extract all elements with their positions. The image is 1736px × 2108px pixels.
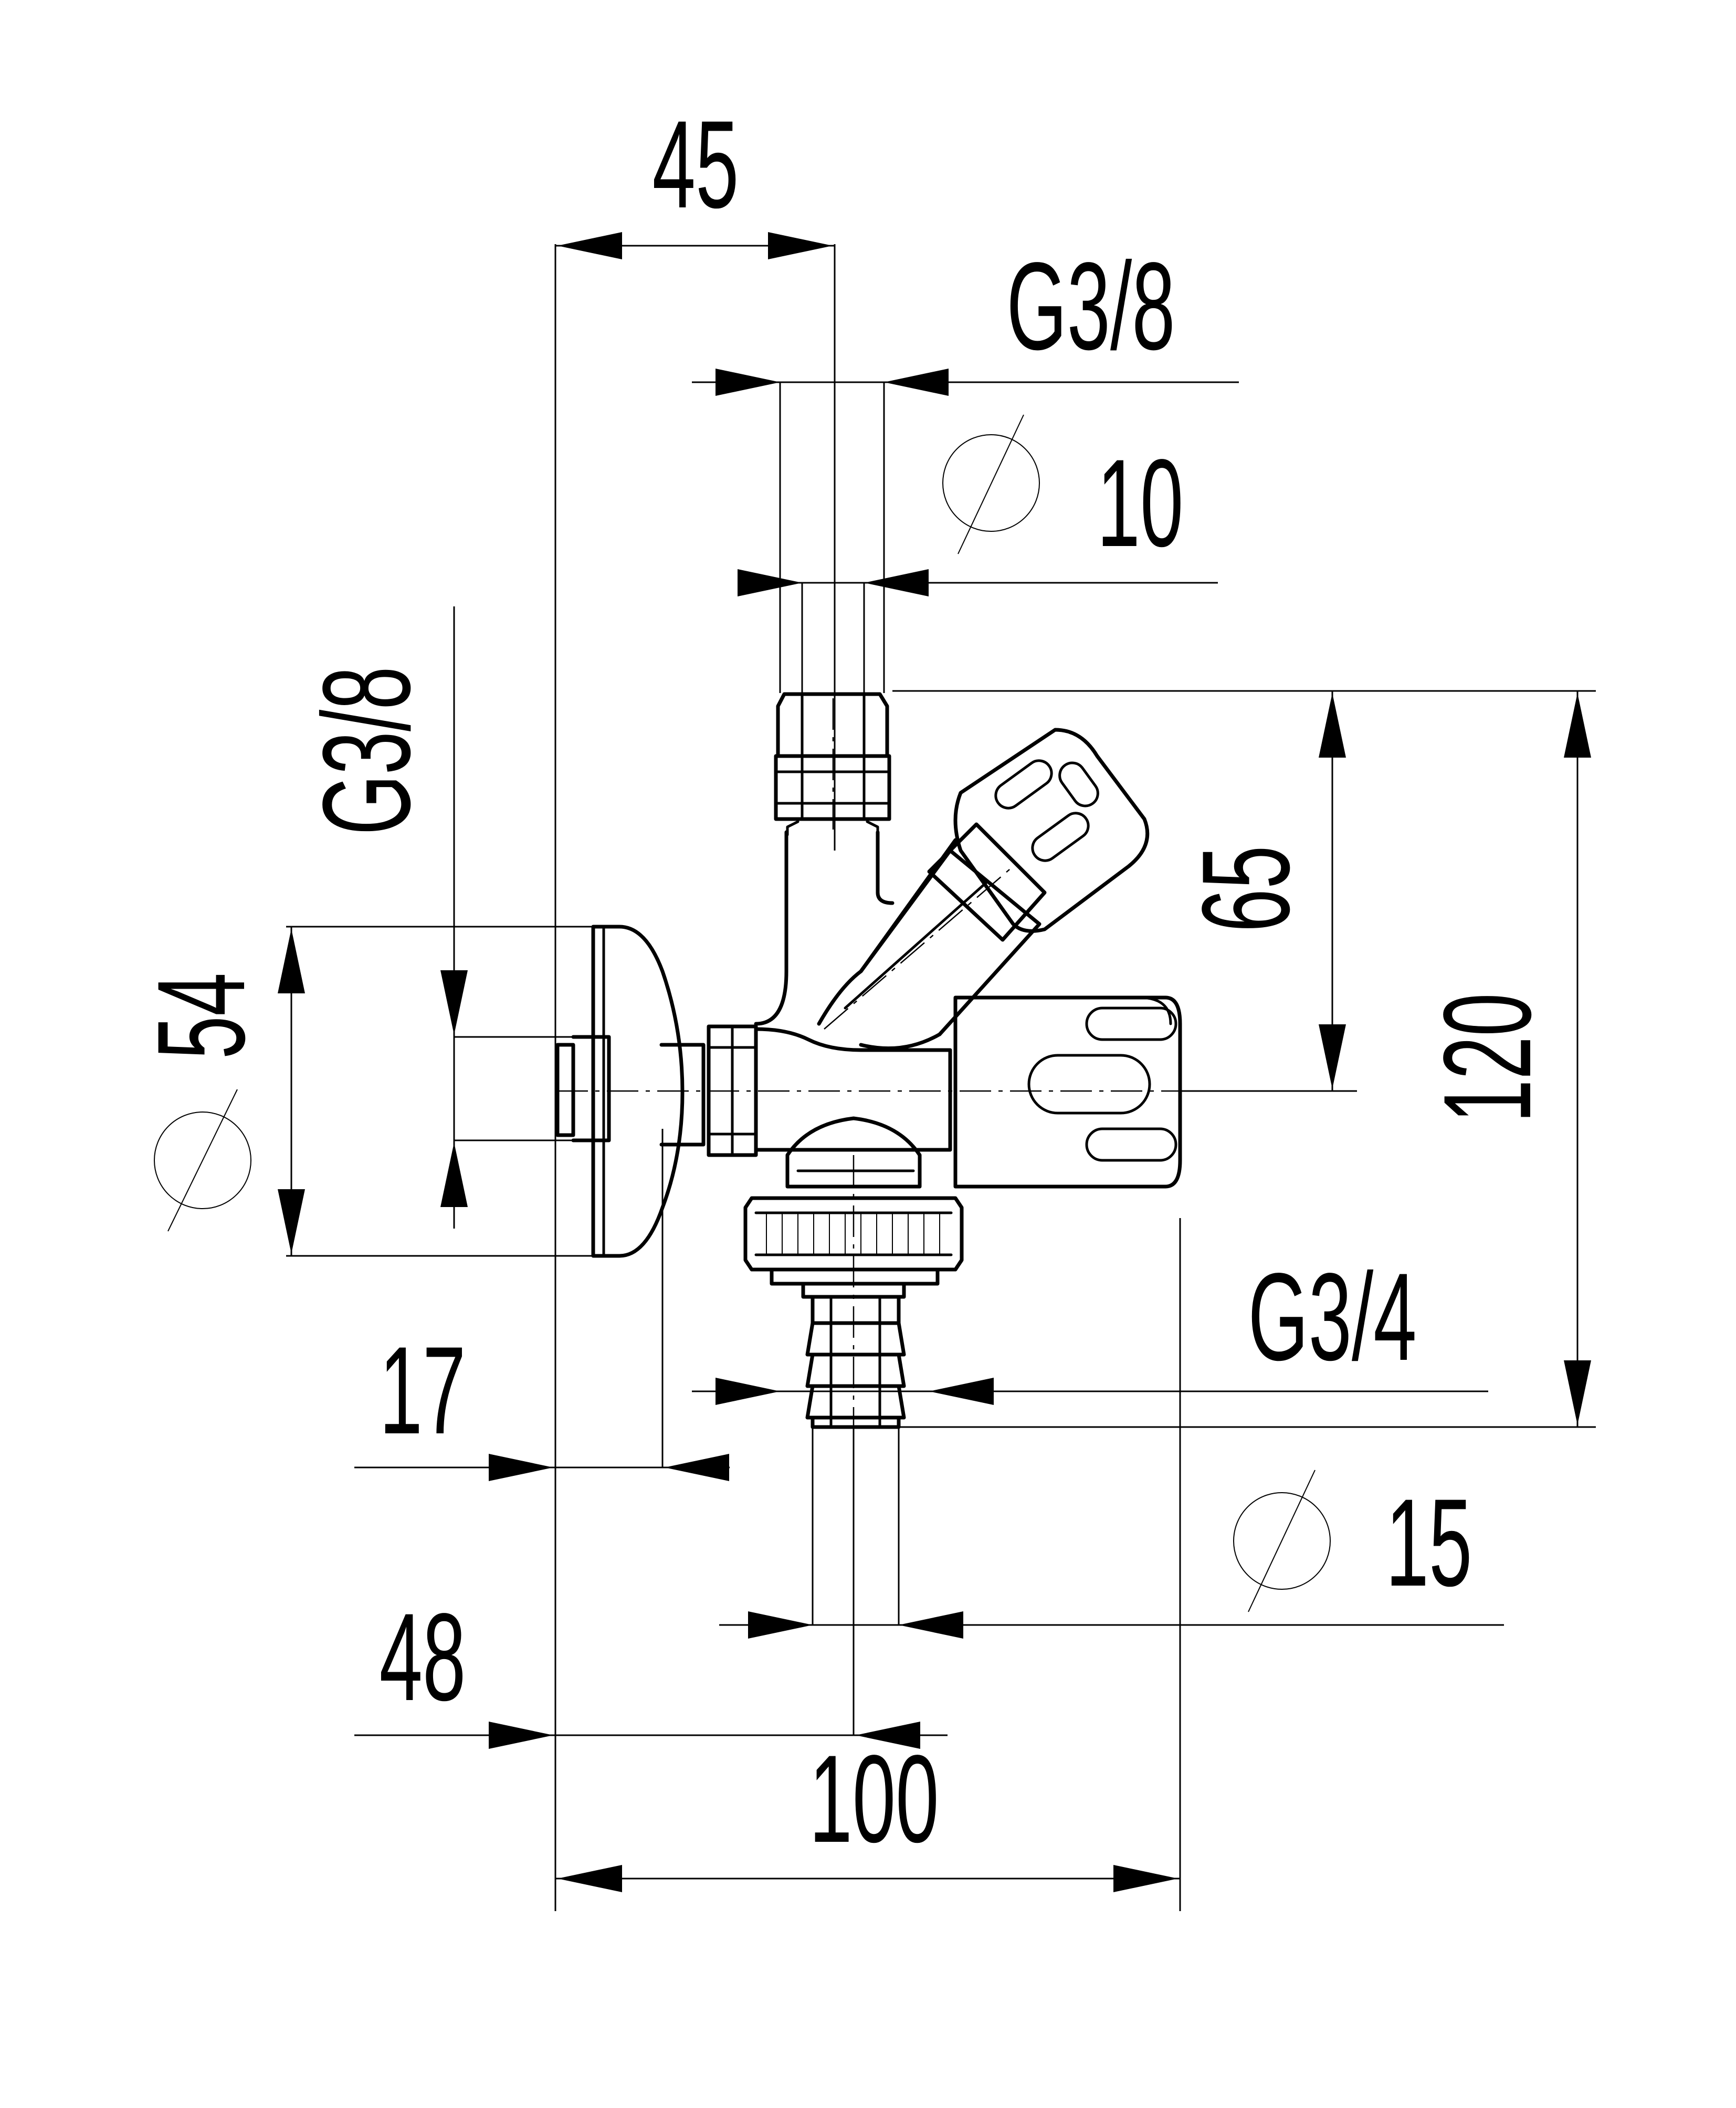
valve-body bbox=[555, 692, 1182, 1429]
dim-label-100: 100 bbox=[809, 1729, 939, 1868]
center-lines bbox=[556, 698, 1186, 1428]
dim-label-17: 17 bbox=[380, 1320, 466, 1460]
diameter-icon bbox=[1233, 1470, 1331, 1612]
dim-label-120: 120 bbox=[1417, 993, 1556, 1123]
dim-label-thread-left: G3/8 bbox=[297, 666, 436, 835]
knurl-lines bbox=[766, 1213, 940, 1255]
diameter-icon bbox=[154, 1089, 251, 1232]
dimension-lines bbox=[286, 244, 1596, 1911]
arrowheads bbox=[278, 232, 1591, 1892]
diameter-icon bbox=[942, 414, 1040, 554]
dim-label-thread-top: G3/8 bbox=[1006, 236, 1175, 375]
dim-label-hose-diameter: 15 bbox=[1386, 1473, 1472, 1612]
dim-label-rosette-diameter: 54 bbox=[131, 973, 270, 1060]
dim-label-48: 48 bbox=[380, 1587, 466, 1726]
diameter-symbols bbox=[154, 414, 1331, 1612]
dim-label-thread-bottom: G3/4 bbox=[1248, 1247, 1416, 1386]
dimension-labels: 45 G3/8 10 65 120 G3/8 54 G3/4 17 15 48 … bbox=[131, 95, 1556, 1868]
dim-label-pipe-diameter: 10 bbox=[1097, 433, 1184, 572]
dim-label-65: 65 bbox=[1176, 846, 1315, 932]
dim-label-45: 45 bbox=[653, 95, 739, 234]
